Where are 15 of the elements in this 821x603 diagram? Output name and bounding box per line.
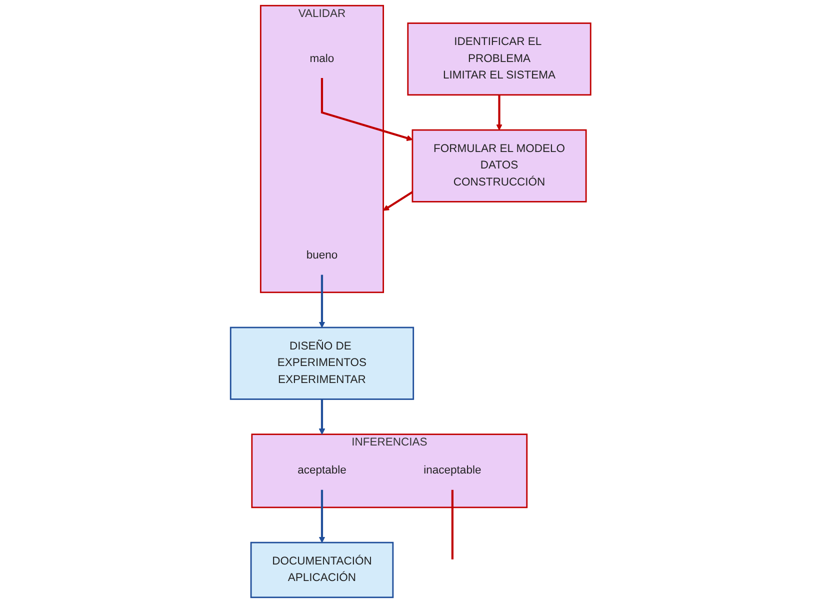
node-text: aceptable [297,464,346,476]
connector [451,490,454,560]
arrow [320,78,413,142]
arrow [318,274,325,328]
arrow [496,94,502,130]
node-box: IDENTIFICAR EL PROBLEMA LIMITAR EL SISTEMA [407,22,592,96]
arrow [318,490,325,543]
node-box: FORMULAR EL MODELO DATOS CONSTRUCCIÓN [412,129,587,202]
node-text: malo [310,52,334,65]
node-text: bueno [306,249,338,262]
arrow [382,191,413,211]
arrow [318,399,325,435]
node-box: DISEÑO DE EXPERIMENTOS EXPERIMENTAR [230,326,414,400]
node-box: DOCUMENTACIÓN APLICACIÓN [250,542,394,598]
node-text: inaceptable [424,464,482,476]
